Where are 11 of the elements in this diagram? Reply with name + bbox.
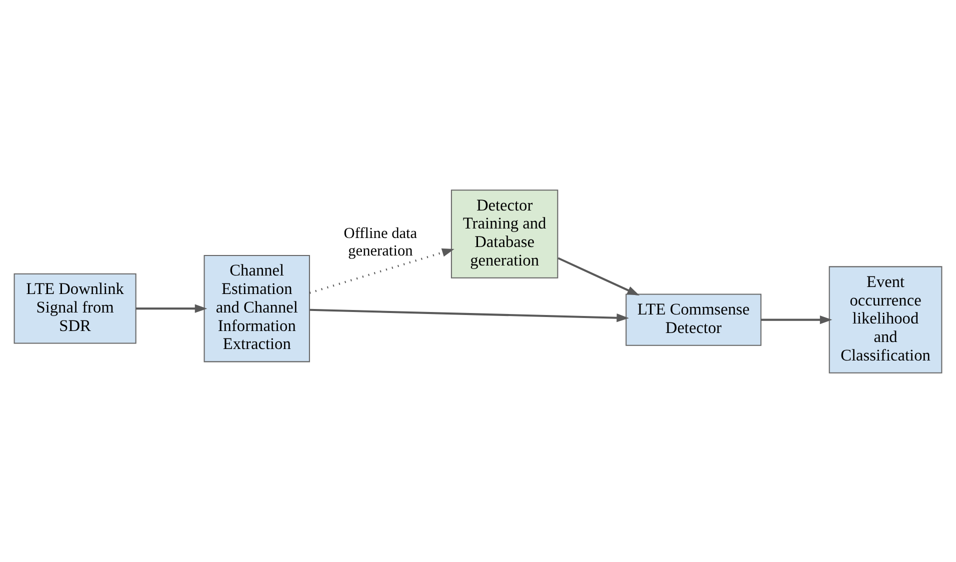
arrow xyxy=(558,256,640,295)
arrow xyxy=(136,304,208,312)
node-box: LTE Commsense Detector xyxy=(626,293,762,346)
edge-label: Offline data generation xyxy=(344,224,418,259)
node-box: Channel Estimation and Channel Information Extraction xyxy=(204,254,310,362)
arrow xyxy=(760,315,832,324)
arrow xyxy=(309,248,454,294)
node-box: Event occurrence likelihood and Classification xyxy=(828,266,942,373)
arrow xyxy=(310,308,629,322)
node-box: Detector Training and Database generation xyxy=(450,189,558,278)
node-box: LTE Downlink Signal from SDR xyxy=(14,272,136,344)
